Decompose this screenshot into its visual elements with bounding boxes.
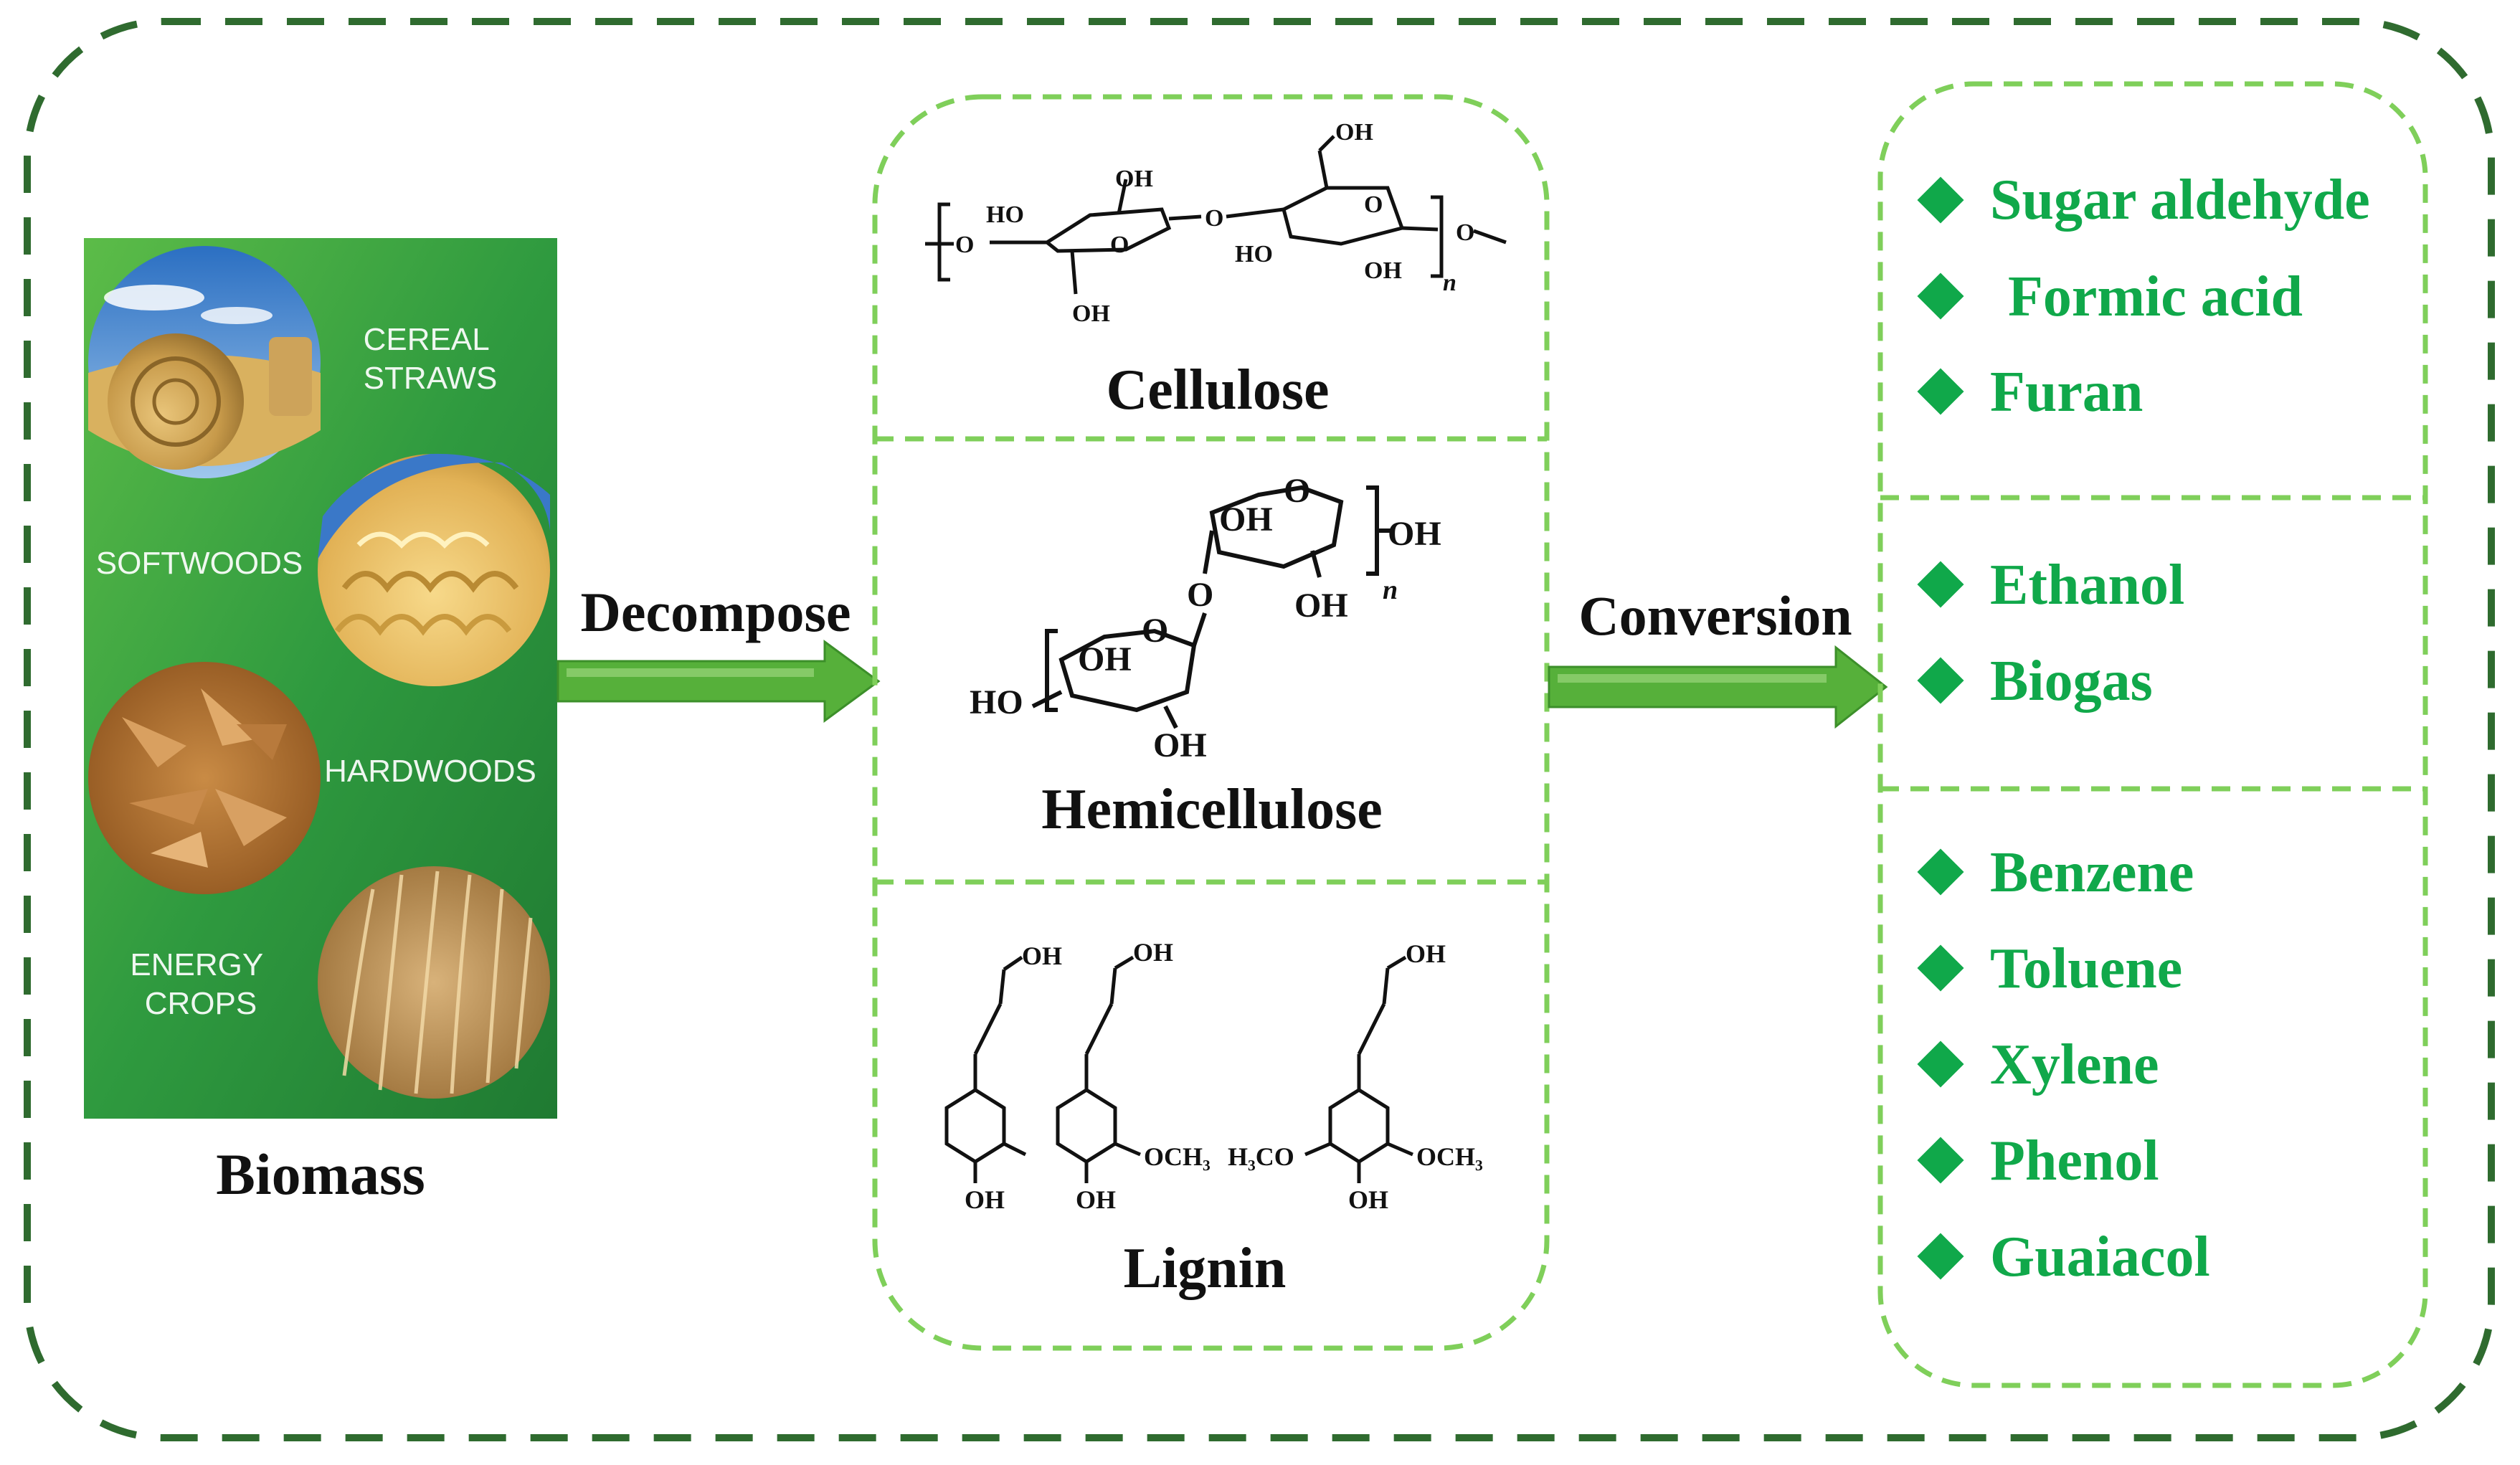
- product-group-3: Benzene Toluene Xylene Phenol Guaiacol: [1917, 841, 2210, 1289]
- biomass-category-cereal-straws: CEREAL STRAWS: [364, 322, 498, 396]
- diamond-bullet-icon: [1917, 1233, 1964, 1280]
- product-guaiacol: Guaiacol: [1990, 1225, 2210, 1289]
- conversion-label: Conversion: [1578, 584, 1852, 647]
- products-panel-border: [1877, 81, 2428, 1388]
- conversion-arrow: [1548, 645, 1888, 729]
- product-biogas: Biogas: [1990, 650, 2153, 713]
- lignin-structures: [944, 955, 1413, 1183]
- product-benzene: Benzene: [1990, 841, 2194, 904]
- lignin-3-oh-top: OH: [1406, 939, 1446, 968]
- lignin-2-och3: OCH₃: [1144, 1142, 1211, 1171]
- product-toluene: Toluene: [1990, 937, 2182, 1000]
- decompose-label: Decompose: [581, 581, 851, 643]
- cellulose-oh-top-2: OH: [1335, 119, 1373, 146]
- hemicellulose-structure: [1031, 485, 1391, 729]
- cellulose-n: n: [1443, 270, 1456, 296]
- cellulose-structure: [925, 135, 1507, 295]
- cellulose-o-ring-2: O: [1364, 191, 1383, 218]
- cellulose-o-left: O: [955, 232, 974, 258]
- hemi-oh-ring-bottom: OH: [1078, 640, 1132, 678]
- product-ethanol: Ethanol: [1990, 554, 2184, 617]
- lignin-3-och3: OCH₃: [1416, 1142, 1483, 1171]
- cellulose-oh-top-1: OH: [1115, 166, 1153, 192]
- lignin-label: Lignin: [1124, 1237, 1287, 1300]
- biomass-category-energy-crops: ENERGY CROPS: [130, 947, 271, 1021]
- cellulose-oh-bottom-2: OH: [1364, 257, 1402, 284]
- biomass-panel: CEREAL STRAWS SOFTWOODS HARDWOODS ENERGY…: [84, 238, 557, 1119]
- product-furan: Furan: [1990, 361, 2143, 424]
- cellulose-oh-bottom-1: OH: [1072, 300, 1110, 327]
- hemicellulose-atom-labels: O OH OH OH n O O OH HO OH: [970, 472, 1441, 764]
- diamond-bullet-icon: [1917, 944, 1964, 992]
- cellulose-ho-1: HO: [986, 202, 1024, 228]
- diamond-bullet-icon: [1917, 561, 1964, 608]
- decompose-arrow: [556, 640, 881, 723]
- diamond-bullet-icon: [1917, 176, 1964, 224]
- hemicellulose-label: Hemicellulose: [1041, 778, 1382, 841]
- product-xylene: Xylene: [1990, 1033, 2159, 1096]
- diamond-bullet-icon: [1917, 368, 1964, 415]
- cellulose-o-bridge: O: [1205, 205, 1223, 232]
- lignin-atom-labels: OH OH OH OCH₃ OH H₃CO OH OCH₃ OH: [965, 938, 1483, 1214]
- lignin-3-h3co: H₃CO: [1228, 1142, 1294, 1171]
- diamond-bullet-icon: [1917, 657, 1964, 704]
- cellulose-atom-labels: O HO OH O OH O OH O HO OH O n: [955, 119, 1474, 327]
- product-group-2: Ethanol Biogas: [1917, 554, 2184, 713]
- lignin-2-oh-top: OH: [1133, 938, 1173, 967]
- outer-border: [24, 18, 2495, 1441]
- hemi-ho: HO: [970, 683, 1023, 721]
- lignin-3-oh-bottom: OH: [1348, 1185, 1388, 1214]
- cereal-straws-line-2: STRAWS: [364, 361, 498, 396]
- energy-crops-line-2: CROPS: [145, 986, 257, 1021]
- components-panel-border: [872, 94, 1550, 1351]
- softwoods-image: [318, 453, 550, 686]
- hemi-o-ring-bottom: O: [1142, 612, 1168, 650]
- product-formic-acid: Formic acid: [2008, 265, 2303, 328]
- hemi-oh-bottom: OH: [1153, 726, 1207, 764]
- biomass-category-softwoods: SOFTWOODS: [96, 546, 303, 581]
- lignin-1-oh-top: OH: [1022, 942, 1062, 970]
- diamond-bullet-icon: [1917, 1040, 1964, 1088]
- hemi-oh-right: OH: [1388, 515, 1441, 553]
- cellulose-o-ring-1: O: [1110, 232, 1129, 258]
- biomass-title: Biomass: [216, 1142, 425, 1207]
- hardwoods-image: [88, 662, 321, 894]
- cellulose-label: Cellulose: [1106, 359, 1329, 422]
- product-sugar-aldehyde: Sugar aldehyde: [1990, 169, 2370, 232]
- energy-crops-line-1: ENERGY: [130, 947, 262, 982]
- lignin-2-oh-bottom: OH: [1076, 1185, 1116, 1214]
- hemi-n: n: [1383, 575, 1398, 605]
- cellulose-o-right: O: [1456, 219, 1474, 246]
- biomass-category-hardwoods: HARDWOODS: [324, 754, 536, 789]
- cereal-straws-image: [88, 246, 321, 478]
- diamond-bullet-icon: [1917, 1137, 1964, 1184]
- product-phenol: Phenol: [1990, 1129, 2159, 1193]
- hemi-o-ring-top: O: [1284, 472, 1310, 510]
- diamond-bullet-icon: [1917, 848, 1964, 896]
- cereal-straws-line-1: CEREAL: [364, 322, 490, 357]
- hemi-oh-lower-top: OH: [1294, 587, 1348, 625]
- product-group-1: Sugar aldehyde Formic acid Furan: [1917, 169, 2370, 424]
- hemi-oh-ring-top: OH: [1219, 501, 1273, 539]
- diamond-bullet-icon: [1917, 272, 1964, 320]
- cellulose-ho-2: HO: [1235, 241, 1273, 267]
- hemi-o-bridge: O: [1187, 576, 1213, 614]
- lignin-1-oh-bottom: OH: [965, 1185, 1005, 1214]
- energy-crops-image: [318, 866, 550, 1099]
